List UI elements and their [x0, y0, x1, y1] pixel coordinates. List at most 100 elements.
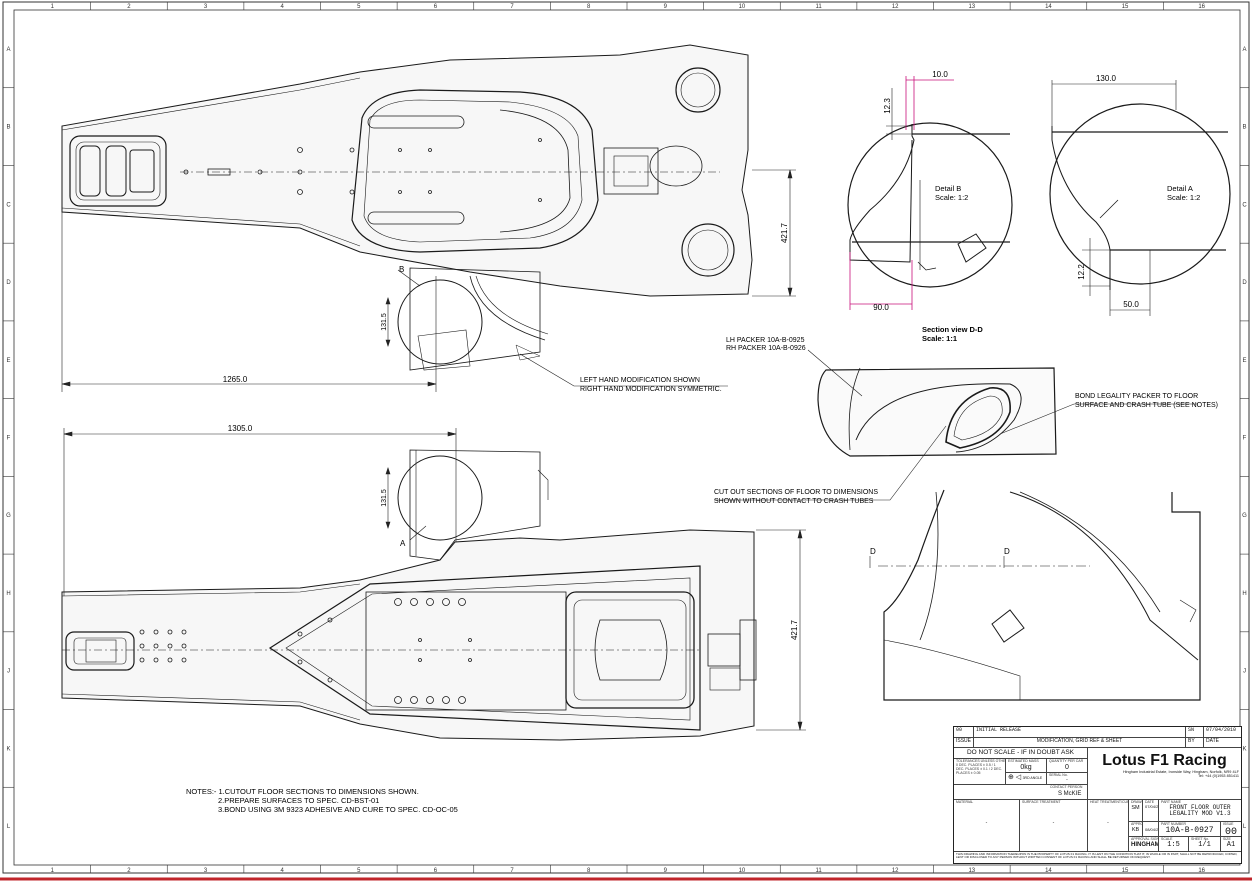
checked-value: KB	[1131, 826, 1140, 833]
detail-a-dimensions	[1051, 80, 1177, 316]
grid-column-label: 9	[664, 4, 668, 10]
grid-row-label: H	[6, 591, 10, 597]
section-marker-left: D	[870, 547, 876, 556]
grid-row-label: C	[1242, 202, 1247, 208]
grid-column-label: 1	[51, 4, 55, 10]
company-block: Lotus F1 Racing Hingham Industrial Estat…	[1088, 748, 1241, 800]
hdr-by: BY	[1186, 738, 1204, 748]
dim-detail-b-side: 12.3	[883, 98, 892, 114]
serial-cell: SERIAL No. -	[1047, 773, 1088, 785]
grid-column-label: 3	[204, 4, 208, 10]
qty-value: 0	[1065, 763, 1069, 771]
grid-row-label: A	[1242, 47, 1246, 53]
grid-column-label: 4	[281, 868, 285, 874]
company-name: Lotus F1 Racing	[1102, 752, 1227, 769]
material-value: -	[985, 819, 988, 826]
grid-column-label: 13	[968, 4, 975, 10]
grid-column-label: 14	[1045, 868, 1052, 874]
grid-row-label: C	[6, 202, 11, 208]
grid-row-label: B	[6, 125, 10, 131]
sheet-cell: SHEET No. 1/1	[1189, 837, 1221, 852]
size-cell: SIZE A1	[1221, 837, 1241, 852]
company-tel: Tel: +44 (0)1953 851411	[1198, 773, 1239, 778]
grid-column-label: 6	[434, 4, 438, 10]
grid-column-label: 12	[892, 868, 899, 874]
grid-column-label: 11	[815, 4, 822, 10]
grid-column-label: 5	[357, 4, 361, 10]
grid-row-label: H	[1242, 591, 1246, 597]
grid-column-label: 13	[968, 868, 975, 874]
drawn-value: SM	[1131, 804, 1140, 811]
dim-detail-b-top: 10.0	[932, 70, 948, 79]
hdr-modification: MODIFICATION, GRID REF & SHEET	[974, 738, 1186, 748]
rev-issue: 00	[954, 727, 974, 738]
title-block: 00 INITIAL RELEASE SN 07/04/2010 ISSUE M…	[953, 726, 1242, 864]
grid-column-label: 2	[127, 4, 131, 10]
detail-b-title: Detail B	[935, 184, 961, 193]
copyright-footer: THIS DRAWING AND INFORMATION THEREUPON I…	[956, 852, 1238, 860]
grid-column-label: 15	[1122, 868, 1129, 874]
contact-caption: CONTACT PERSON	[1050, 785, 1083, 789]
approval-value: HINGHAM	[1131, 841, 1159, 848]
tolerances-caption: TOLERANCES UNLESS OTHERWISE STATED	[956, 759, 1006, 763]
tolerances-values: 0 DEC. PLACES ± 0.5 / 1 DEC. PLACES ± 0.…	[956, 762, 1003, 775]
section-view-scale: Scale: 1:1	[922, 334, 957, 343]
projection-cell: ⊕ ◁ 3RD ANGLE	[1006, 773, 1047, 785]
sheet-value: 1/1	[1198, 840, 1211, 849]
grid-column-label: 1	[51, 868, 55, 874]
top-plan-view	[61, 44, 753, 371]
part-number-caption: PART NUMBER	[1161, 822, 1187, 826]
dim-detail-b-bottom: 90.0	[873, 303, 889, 312]
bottom-view-holes	[139, 598, 472, 704]
dim-bottom-detail-height: 131.5	[381, 489, 388, 507]
dim-detail-a-side: 12.2	[1077, 264, 1086, 280]
heat-caption: HEAT TREATMENT/CURE CYCLE	[1090, 800, 1129, 804]
top-view-dimensions	[61, 169, 796, 392]
tolerances-cell: TOLERANCES UNLESS OTHERWISE STATED 0 DEC…	[954, 759, 1006, 785]
company-address: Hingham Industrial Estate, Ironside Way,…	[1122, 769, 1239, 774]
scale-value: 1:5	[1167, 840, 1180, 849]
grid-row-label: E	[1242, 358, 1246, 364]
cutout-note-1: CUT OUT SECTIONS OF FLOOR TO DIMENSIONS	[714, 489, 878, 496]
projection-label: 3RD ANGLE	[1022, 776, 1043, 780]
size-value: A1	[1226, 840, 1236, 849]
part-name-line-2: LEGALITY MOD V1.3	[1169, 810, 1231, 818]
grid-column-label: 4	[281, 4, 285, 10]
detail-b-scale: Scale: 1:2	[935, 193, 968, 202]
weight-cell: ESTIMATED MASS 0kg	[1006, 759, 1047, 773]
grid-column-label: 3	[204, 868, 208, 874]
approval-cell: APPROVAL SIGNATURE HINGHAM	[1129, 837, 1159, 852]
contact-cell: CONTACT PERSON S McKIE	[954, 785, 1088, 800]
bond-note-1: BOND LEGALITY PACKER TO FLOOR	[1075, 393, 1198, 400]
lh-packer-label: LH PACKER 10A-B-0925	[726, 337, 805, 344]
left-mod-note-1: LEFT HAND MODIFICATION SHOWN	[580, 377, 700, 384]
grid-column-label: 12	[892, 4, 899, 10]
grid-column-label: 10	[739, 4, 746, 10]
weight-caption: ESTIMATED MASS	[1008, 759, 1039, 763]
part-number-value: 10A-B-0927	[1165, 825, 1214, 835]
heat-cell: HEAT TREATMENT/CURE CYCLE -	[1088, 800, 1129, 852]
grid-column-label: 16	[1198, 4, 1205, 10]
cutout-note-2: SHOWN WITHOUT CONTACT TO CRASH TUBES	[714, 498, 874, 505]
surface-value: -	[1052, 819, 1055, 826]
checked-cell: APPROVED KB	[1129, 822, 1143, 837]
issue-value: 00	[1224, 826, 1237, 837]
detail-a-marker: A	[400, 539, 406, 548]
grid-column-label: 6	[434, 868, 438, 874]
checked-date-value: 08/04/2010	[1145, 827, 1159, 832]
grid-column-label: 5	[357, 868, 361, 874]
rh-packer-label: RH PACKER 10A-B-0926	[726, 345, 806, 352]
drawn-date-value: 07/04/2010	[1145, 803, 1159, 809]
serial-value: -	[1066, 776, 1068, 783]
drawn-date-caption: DATE	[1145, 800, 1155, 804]
hdr-issue: ISSUE	[954, 738, 974, 748]
issue-cell: ISSUE 00	[1221, 822, 1241, 837]
grid-column-label: 7	[510, 4, 514, 10]
grid-row-label: J	[7, 669, 10, 675]
dim-bottom-length: 1305.0	[228, 424, 253, 433]
grid-row-label: E	[6, 358, 10, 364]
